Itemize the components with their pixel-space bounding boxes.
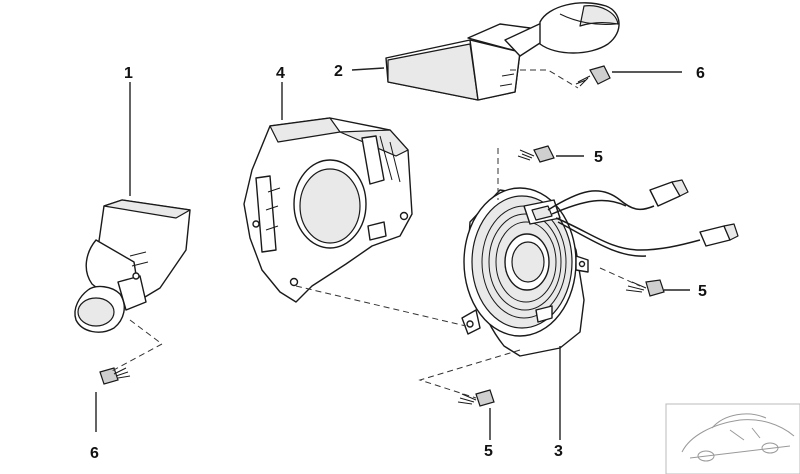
part-2-stalk-switch[interactable] bbox=[385, 2, 620, 101]
screw-5-bottom[interactable] bbox=[457, 389, 495, 407]
callout-5-right: 5 bbox=[698, 283, 707, 300]
callout-2: 2 bbox=[334, 63, 343, 80]
callout-4: 4 bbox=[276, 65, 285, 82]
callout-1: 1 bbox=[124, 65, 133, 82]
part-4-bracket-shroud[interactable] bbox=[243, 117, 413, 303]
part-1-switch-unit[interactable] bbox=[74, 199, 191, 333]
callout-5-bottom: 5 bbox=[484, 443, 493, 460]
alignment-lines bbox=[109, 69, 641, 399]
vehicle-thumbnail bbox=[665, 403, 800, 474]
leader-lines bbox=[95, 67, 690, 440]
screw-6-top[interactable] bbox=[575, 65, 611, 87]
part-3-clock-spring[interactable] bbox=[461, 179, 739, 357]
callout-6-top: 6 bbox=[696, 65, 705, 82]
screw-6-bottom[interactable] bbox=[99, 367, 131, 385]
callout-5-upper: 5 bbox=[594, 149, 603, 166]
callout-3: 3 bbox=[554, 443, 563, 460]
callout-labels: 1 2 3 4 5 5 5 6 6 bbox=[90, 63, 707, 462]
screw-5-right[interactable] bbox=[625, 279, 665, 297]
callout-6-bottom: 6 bbox=[90, 445, 99, 462]
screw-5-upper[interactable] bbox=[517, 145, 555, 163]
